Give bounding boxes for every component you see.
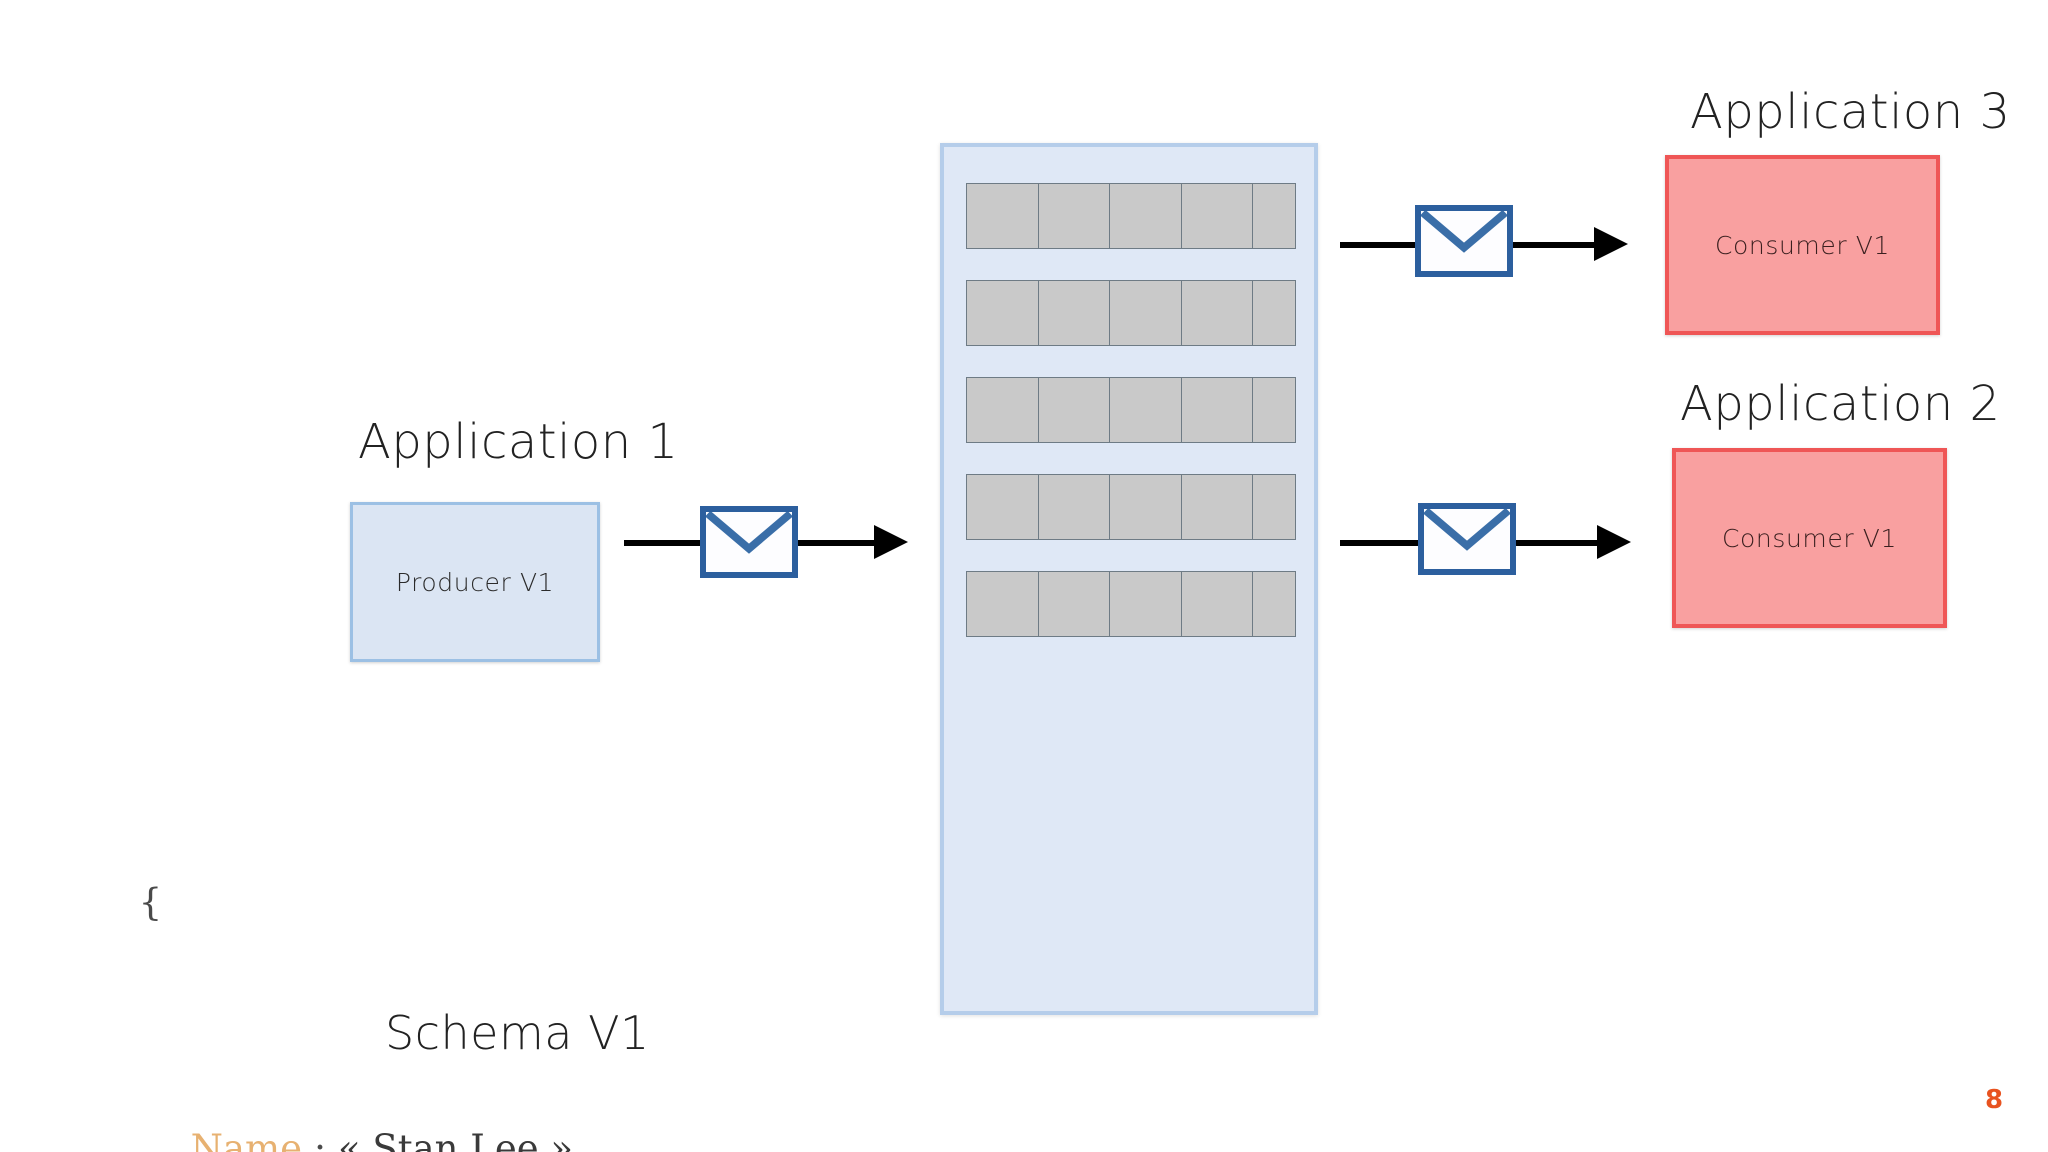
arrow-producer-to-envelope — [624, 540, 700, 546]
partition-cell — [1253, 572, 1295, 636]
code-value-name: « Stan Lee » — [338, 1126, 574, 1152]
partition-cell — [1110, 184, 1182, 248]
arrow-head-envelope-to-app2 — [1597, 525, 1631, 559]
arrow-envelope-to-topic — [798, 540, 880, 546]
partition-cell — [1038, 378, 1111, 442]
partition-row — [966, 183, 1296, 249]
kafka-topic-container — [940, 143, 1318, 1015]
producer-application-title: Application 1 — [358, 414, 679, 470]
partition-cell — [1110, 281, 1182, 345]
arrow-topic-to-envelope-app2 — [1340, 540, 1418, 546]
arrow-topic-to-envelope-app3 — [1340, 242, 1418, 248]
partition-cell — [1038, 475, 1111, 539]
partition-row — [966, 377, 1296, 443]
partition-cell — [1038, 572, 1111, 636]
consumer-box-app2-label: Consumer V1 — [1721, 523, 1898, 553]
partition-cell — [1181, 572, 1254, 636]
producer-box-label: Producer V1 — [395, 567, 555, 597]
partition-cell — [1181, 475, 1254, 539]
consumer-application-2-title: Application 2 — [1680, 376, 2001, 432]
arrow-envelope-to-app3 — [1513, 242, 1601, 248]
partition-cell — [1110, 572, 1182, 636]
partition-cell — [1038, 184, 1111, 248]
partition-cell — [967, 475, 1039, 539]
page-number: 8 — [1985, 1085, 2004, 1115]
envelope-icon-producer-message — [700, 506, 798, 578]
partition-cell — [1253, 281, 1295, 345]
schema-caption: Schema V1 — [385, 1006, 650, 1060]
partition-cell — [967, 184, 1039, 248]
consumer-box-app3[interactable]: Consumer V1 — [1665, 155, 1940, 335]
consumer-box-app2[interactable]: Consumer V1 — [1672, 448, 1947, 628]
code-key-name: Name — [190, 1126, 302, 1152]
arrow-head-envelope-to-topic — [874, 525, 908, 559]
partition-cell — [1253, 475, 1295, 539]
code-open-brace: { — [138, 880, 163, 924]
partition-cell — [1181, 184, 1254, 248]
partition-row — [966, 571, 1296, 637]
partition-cell — [1181, 378, 1254, 442]
code-line-name: Name : « Stan Lee » — [68, 1074, 737, 1152]
producer-box[interactable]: Producer V1 — [350, 502, 600, 662]
partition-cell — [967, 572, 1039, 636]
partition-cell — [967, 281, 1039, 345]
partition-cell — [1253, 378, 1295, 442]
partition-cell — [1181, 281, 1254, 345]
envelope-icon-app3-message — [1415, 205, 1513, 277]
arrow-head-envelope-to-app3 — [1594, 227, 1628, 261]
envelope-icon-app2-message — [1418, 503, 1516, 575]
partition-row — [966, 280, 1296, 346]
consumer-box-app3-label: Consumer V1 — [1714, 230, 1891, 260]
partition-cell — [1110, 378, 1182, 442]
schema-code-block: { Name : « Stan Lee » DateOfBirth : « 28… — [68, 730, 737, 1152]
partition-cell — [1253, 184, 1295, 248]
arrow-envelope-to-app2 — [1516, 540, 1604, 546]
partition-row — [966, 474, 1296, 540]
consumer-application-3-title: Application 3 — [1690, 84, 2011, 140]
partition-cell — [1038, 281, 1111, 345]
code-separator-name: : — [302, 1126, 338, 1152]
partition-cell — [1110, 475, 1182, 539]
partition-cell — [967, 378, 1039, 442]
